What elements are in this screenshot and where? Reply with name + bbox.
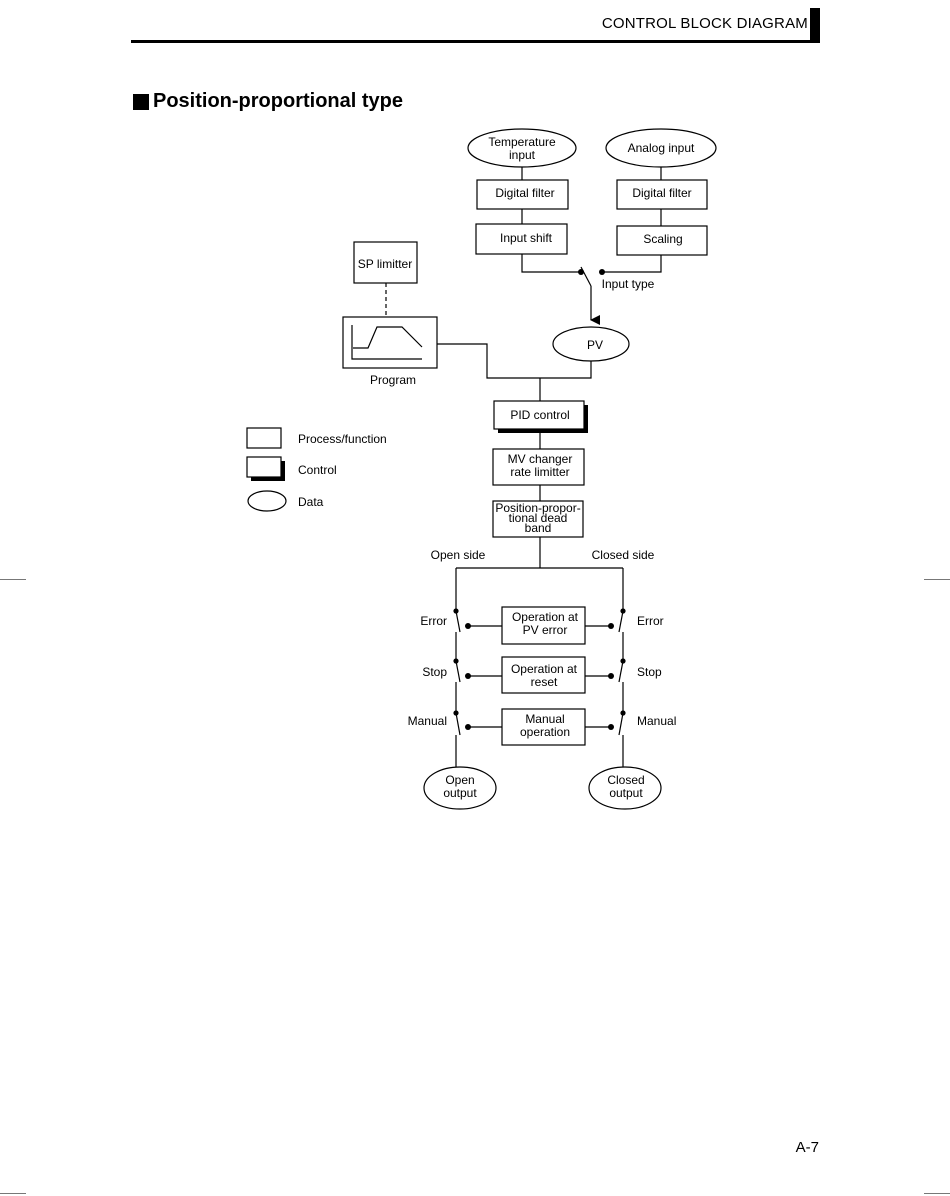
mv-changer-label-1: MV changer: [508, 452, 573, 466]
input-type-label: Input type: [602, 277, 655, 291]
program-box: Program: [342, 316, 438, 387]
legend-control-label: Control: [298, 463, 337, 477]
page-number: A-7: [795, 1139, 819, 1156]
pid-control-box: PID control: [493, 400, 588, 433]
scaling-box: Scaling: [616, 225, 708, 256]
open-output-label-1: Open: [445, 773, 474, 787]
crop-mark-left: [0, 579, 26, 580]
left-error-label: Error: [420, 614, 447, 628]
left-manual-label: Manual: [408, 714, 447, 728]
closed-output-label-1: Closed: [607, 773, 644, 787]
open-side-label: Open side: [431, 548, 486, 562]
header-rule: [131, 40, 820, 43]
mv-changer-label-2: rate limitter: [510, 465, 569, 479]
sp-limiter-label: SP limitter: [358, 257, 412, 271]
operation-reset-box: Operation at reset: [501, 656, 586, 694]
header-title: CONTROL BLOCK DIAGRAM: [601, 15, 808, 32]
manual-operation-label-1: Manual: [525, 712, 564, 726]
digital-filter-left-box: Digital filter: [476, 179, 569, 210]
temperature-input-label-1: Temperature: [488, 135, 556, 149]
connection-wires: [385, 167, 662, 768]
legend-control-swatch: [246, 456, 282, 478]
digital-filter-left-label: Digital filter: [495, 186, 554, 200]
right-error-label: Error: [637, 614, 664, 628]
dead-band-box: Position-propor- tional dead band: [492, 500, 584, 538]
closed-output-node: Closed output: [588, 766, 662, 810]
digital-filter-right-label: Digital filter: [632, 186, 691, 200]
crop-mark-bottom-left: [0, 1193, 26, 1194]
closed-side-label: Closed side: [592, 548, 655, 562]
analog-input-node: Analog input: [605, 128, 717, 168]
junction-dots: [453, 269, 626, 730]
section-title: Position-proportional type: [153, 90, 403, 112]
right-stop-label: Stop: [637, 665, 662, 679]
operation-pv-error-label-2: PV error: [523, 623, 568, 637]
pv-label: PV: [587, 338, 603, 352]
dead-band-label-1: Position-propor-: [495, 501, 580, 515]
pid-control-label: PID control: [510, 408, 569, 422]
legend: Process/function Control Data: [246, 427, 387, 512]
legend-data-label: Data: [298, 495, 324, 509]
legend-process-label: Process/function: [298, 432, 387, 446]
crop-mark-bottom-right: [924, 1193, 950, 1194]
operation-reset-label-1: Operation at: [511, 662, 578, 676]
mv-changer-box: MV changer rate limitter: [492, 448, 585, 486]
temperature-input-node: Temperature input: [467, 128, 577, 168]
program-ramp-icon: [351, 325, 423, 360]
operation-reset-label-2: reset: [531, 675, 558, 689]
closed-output-label-2: output: [609, 786, 643, 800]
crop-mark-right: [924, 579, 950, 580]
section-heading: Position-proportional type: [133, 90, 403, 113]
input-shift-label: Input shift: [500, 231, 553, 245]
input-shift-box: Input shift: [475, 223, 568, 255]
section-square-icon: [133, 93, 149, 110]
dead-band-label-2: tional dead: [509, 511, 568, 525]
manual-operation-box: Manual operation: [501, 708, 586, 746]
left-stop-label: Stop: [422, 665, 447, 679]
program-label: Program: [370, 373, 416, 387]
operation-pv-error-box: Operation at PV error: [501, 606, 586, 645]
digital-filter-right-box: Digital filter: [616, 179, 708, 210]
legend-process-swatch: [246, 427, 282, 449]
open-output-node: Open output: [423, 766, 497, 810]
sp-limiter-box: SP limitter: [353, 241, 418, 284]
operation-pv-error-label-1: Operation at: [512, 610, 579, 624]
analog-input-label: Analog input: [628, 141, 695, 155]
scaling-label: Scaling: [643, 232, 682, 246]
right-manual-label: Manual: [637, 714, 676, 728]
header-tab-marker: [810, 8, 820, 42]
manual-operation-label-2: operation: [520, 725, 570, 739]
temperature-input-label-2: input: [509, 148, 536, 162]
legend-data-swatch: [247, 490, 287, 512]
open-output-label-2: output: [443, 786, 477, 800]
pv-node: PV: [552, 326, 630, 362]
dead-band-label-3: band: [525, 521, 552, 535]
